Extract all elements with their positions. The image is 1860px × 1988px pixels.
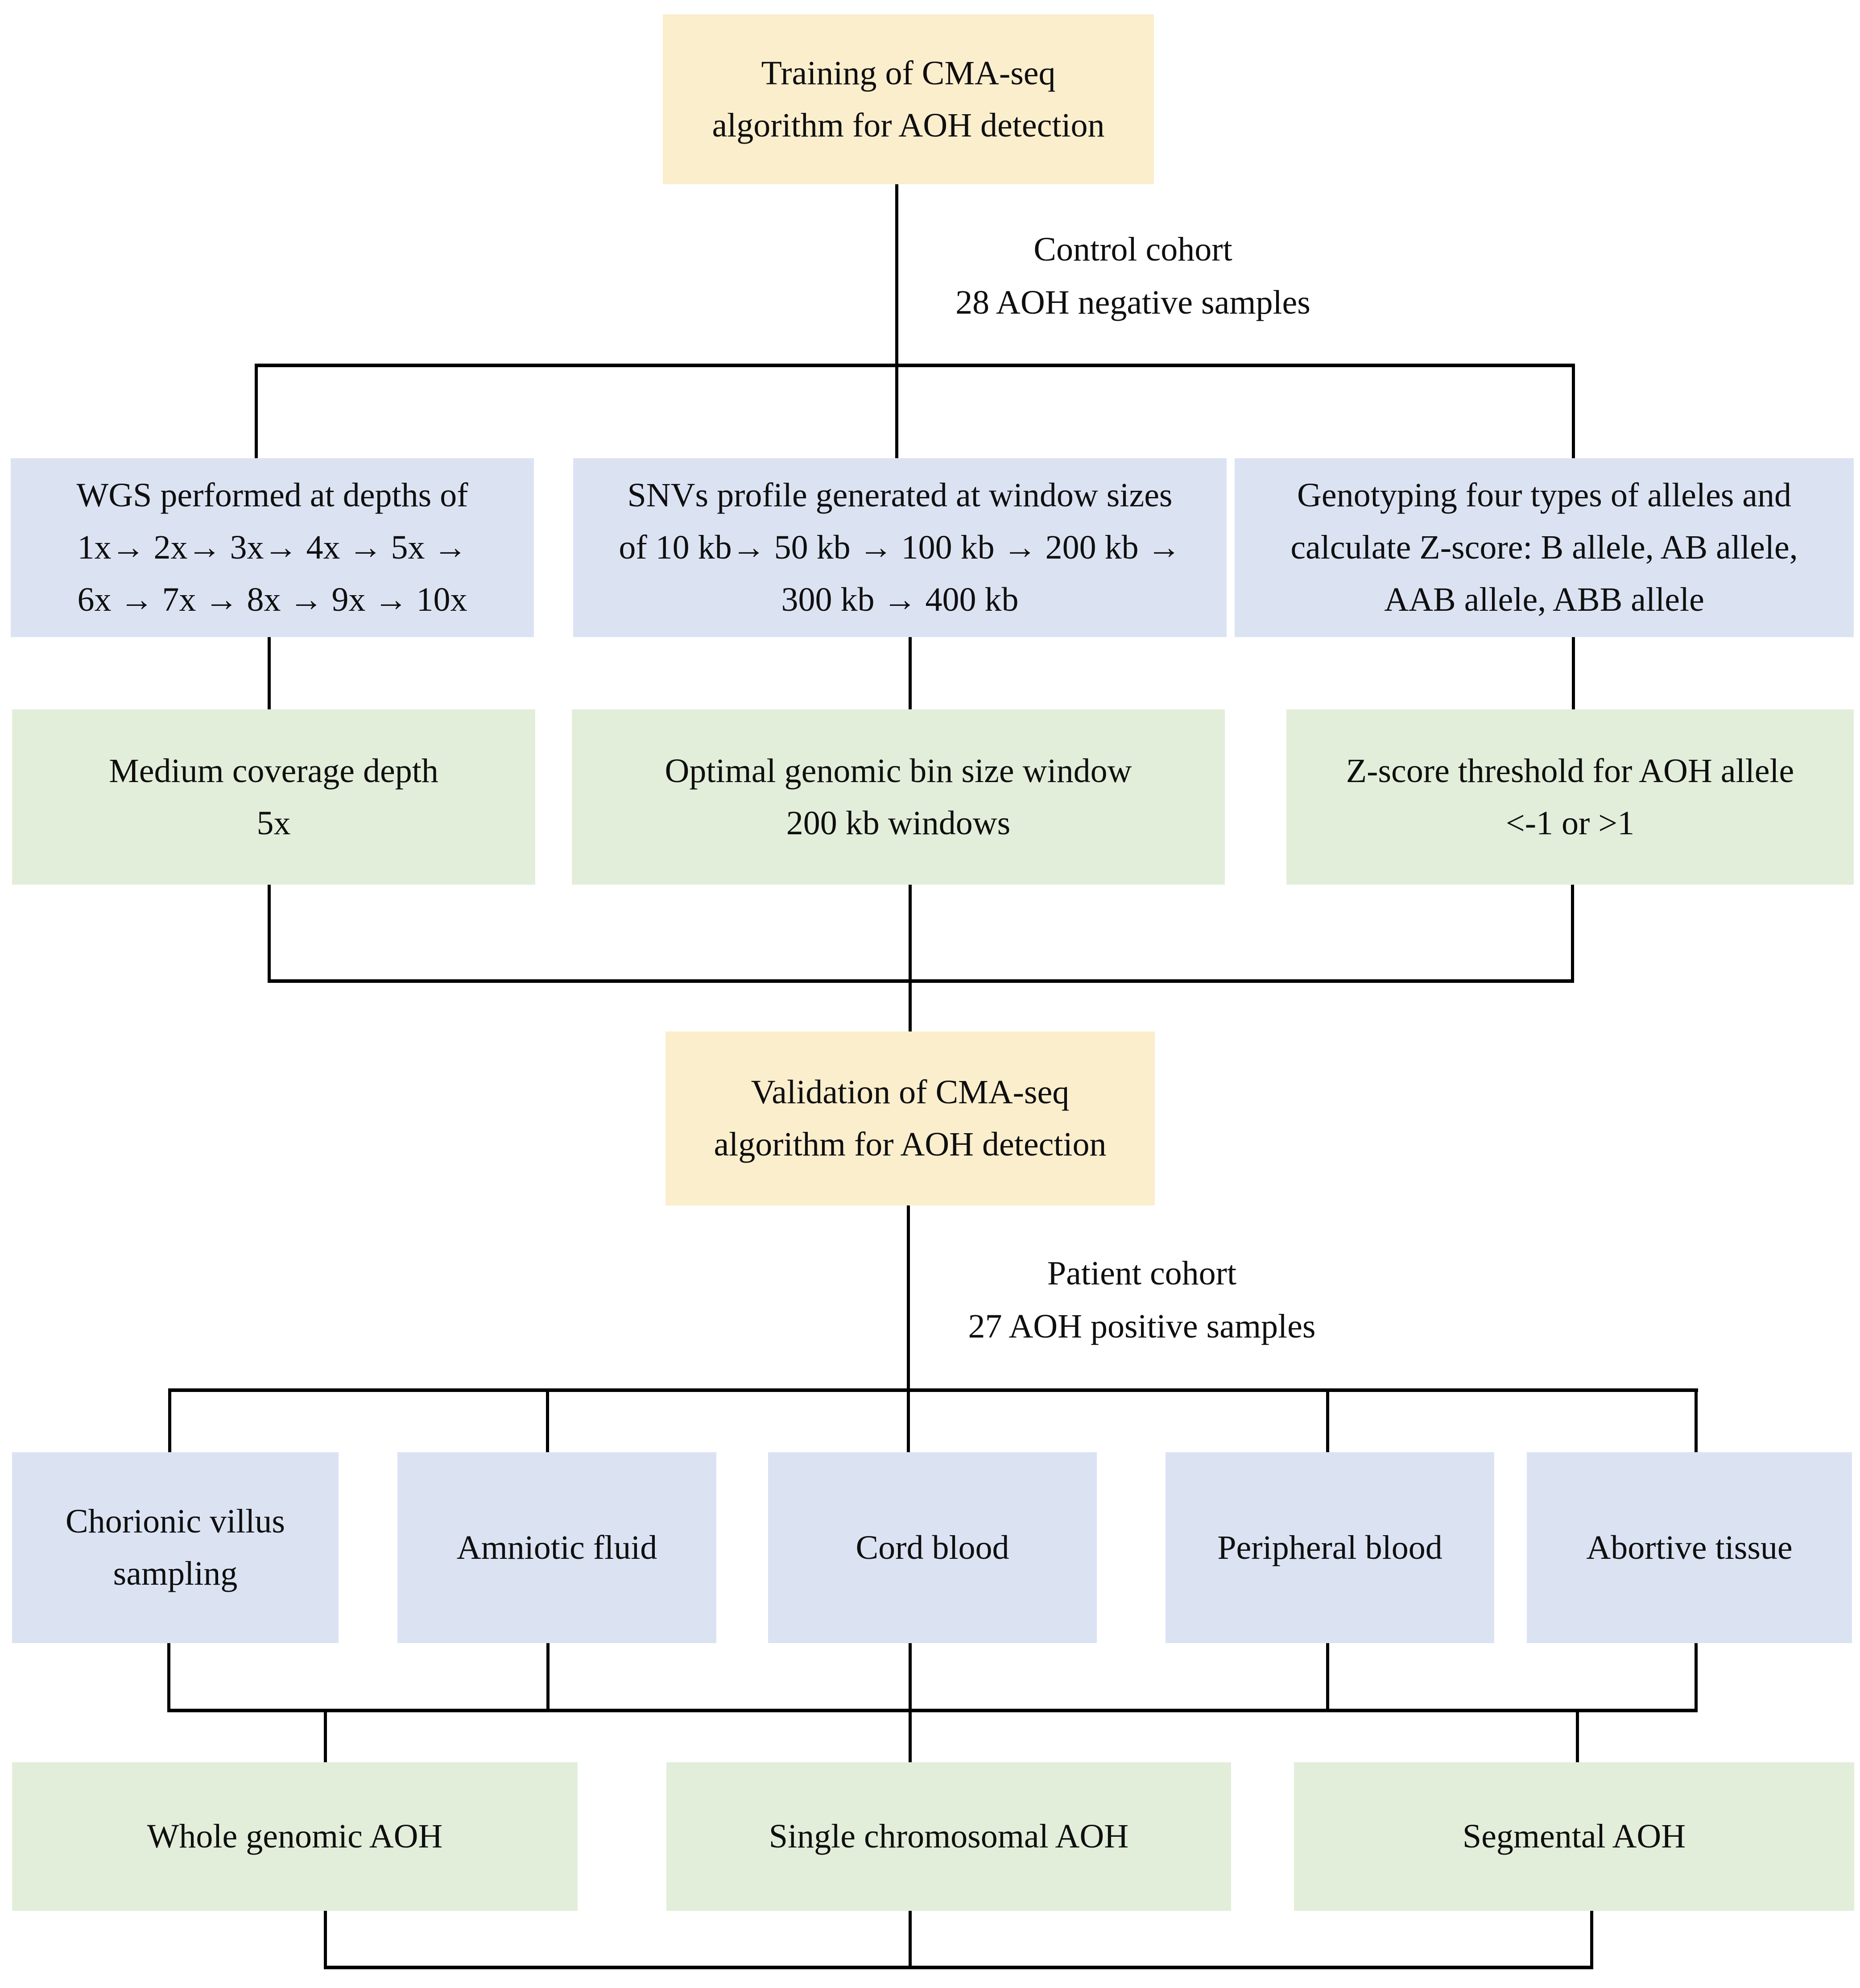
text-line: Z-score threshold for AOH allele <box>1346 752 1794 790</box>
connector-bus1-to-genotyping <box>1572 364 1575 460</box>
connector-cvs-to-bus4 <box>167 1642 170 1711</box>
text-line: Amniotic fluid <box>456 1528 657 1566</box>
connector-wgs-to-coverage <box>268 636 271 712</box>
connector-zscore-to-bus2 <box>1571 883 1574 983</box>
text-line: Optimal genomic bin size window <box>665 752 1132 790</box>
amniotic-fluid-box: Amniotic fluid <box>397 1452 716 1643</box>
connector-training-to-bus1 <box>895 183 898 460</box>
connector-bus3-to-abortive <box>1695 1388 1698 1454</box>
validation-box: Validation of CMA-seq algorithm for AOH … <box>665 1031 1155 1205</box>
connector-bus4-to-singlechromosomal <box>909 1709 912 1764</box>
text-line: algorithm for AOH detection <box>714 1126 1107 1163</box>
wgs-depths-box: WGS performed at depths of 1x→ 2x→ 3x→ 4… <box>11 458 534 637</box>
segmental-aoh-box: Segmental AOH <box>1294 1762 1854 1911</box>
single-chromosomal-aoh-box: Single chromosomal AOH <box>666 1762 1231 1911</box>
optimal-bin-size-box: Optimal genomic bin size window 200 kb w… <box>572 709 1225 885</box>
connector-bus3-to-cvs <box>168 1388 171 1454</box>
zscore-threshold-box: Z-score threshold for AOH allele <-1 or … <box>1286 709 1854 885</box>
connector-abortive-to-bus4 <box>1695 1642 1698 1711</box>
patient-cohort-label: Patient cohort 27 AOH positive samples <box>941 1247 1343 1353</box>
connector-binsize-to-validation <box>909 883 912 1033</box>
chorionic-villus-sampling-box: Chorionic villus sampling <box>12 1452 339 1643</box>
connector-cordblood-to-bus4 <box>909 1642 912 1711</box>
text-line: 6x → 7x → 8x → 9x → 10x <box>77 581 467 618</box>
snv-window-sizes-box: SNVs profile generated at window sizes o… <box>573 458 1227 637</box>
abortive-tissue-box: Abortive tissue <box>1527 1452 1852 1643</box>
medium-coverage-depth-box: Medium coverage depth 5x <box>12 709 535 885</box>
connector-snv-to-binsize <box>909 636 912 712</box>
control-cohort-label: Control cohort 28 AOH negative samples <box>932 223 1334 329</box>
text-line: sampling <box>113 1555 238 1592</box>
text-line: Validation of CMA-seq <box>751 1073 1070 1111</box>
text-line: Single chromosomal AOH <box>769 1818 1129 1855</box>
text-line: 200 kb windows <box>786 804 1011 842</box>
connector-bus4-to-segmental <box>1576 1709 1579 1764</box>
connector-bus3-to-peripheral <box>1326 1388 1329 1454</box>
text-line: AAB allele, ABB allele <box>1384 581 1704 618</box>
bus-line-samples-merge <box>167 1709 1698 1712</box>
text-line: Training of CMA-seq <box>761 54 1056 92</box>
peripheral-blood-box: Peripheral blood <box>1166 1452 1494 1643</box>
text-line: Cord blood <box>856 1528 1009 1566</box>
text-line: Control cohort <box>1033 231 1232 268</box>
text-line: 27 AOH positive samples <box>968 1308 1316 1345</box>
connector-bus4-to-wholegenomic <box>324 1709 327 1764</box>
text-line: 300 kb → 400 kb <box>781 581 1019 618</box>
bus-line-results-merge <box>268 979 1574 983</box>
bus-line-outcomes-merge <box>324 1966 1593 1969</box>
text-line: calculate Z-score: B allele, AB allele, <box>1290 529 1798 566</box>
text-line: algorithm for AOH detection <box>712 106 1105 144</box>
text-line: 1x→ 2x→ 3x→ 4x → 5x → <box>77 529 467 566</box>
whole-genomic-aoh-box: Whole genomic AOH <box>12 1762 578 1911</box>
genotyping-alleles-box: Genotyping four types of alleles and cal… <box>1235 458 1854 637</box>
connector-validation-to-bus3 <box>907 1204 910 1454</box>
text-line: Medium coverage depth <box>109 752 438 790</box>
connector-wholegenomic-to-bus5 <box>324 1909 327 1969</box>
connector-peripheral-to-bus4 <box>1326 1642 1329 1711</box>
connector-amniotic-to-bus4 <box>546 1642 550 1711</box>
training-box: Training of CMA-seq algorithm for AOH de… <box>663 14 1154 184</box>
connector-genotyping-to-zscore <box>1572 636 1575 712</box>
text-line: Abortive tissue <box>1586 1528 1793 1566</box>
text-line: SNVs profile generated at window sizes <box>627 476 1173 514</box>
bus-line-patient-split <box>168 1388 1698 1392</box>
text-line: WGS performed at depths of <box>76 476 468 514</box>
connector-singlechromosomal-to-bus5 <box>909 1909 912 1969</box>
text-line: Whole genomic AOH <box>147 1818 443 1855</box>
bus-line-training-split <box>255 364 1575 367</box>
text-line: Chorionic villus <box>66 1503 285 1540</box>
connector-coverage-to-bus2 <box>268 883 271 983</box>
text-line: 5x <box>256 804 291 842</box>
text-line: of 10 kb→ 50 kb → 100 kb → 200 kb → <box>619 529 1181 566</box>
text-line: Peripheral blood <box>1217 1528 1443 1566</box>
connector-bus3-to-amniotic <box>546 1388 549 1454</box>
text-line: 28 AOH negative samples <box>955 284 1310 321</box>
text-line: Genotyping four types of alleles and <box>1297 476 1792 514</box>
connector-segmental-to-bus5 <box>1590 1909 1593 1969</box>
connector-bus1-to-wgs <box>255 364 258 460</box>
text-line: Patient cohort <box>1047 1255 1237 1292</box>
cord-blood-box: Cord blood <box>768 1452 1097 1643</box>
text-line: <-1 or >1 <box>1505 804 1635 842</box>
text-line: Segmental AOH <box>1462 1818 1686 1855</box>
